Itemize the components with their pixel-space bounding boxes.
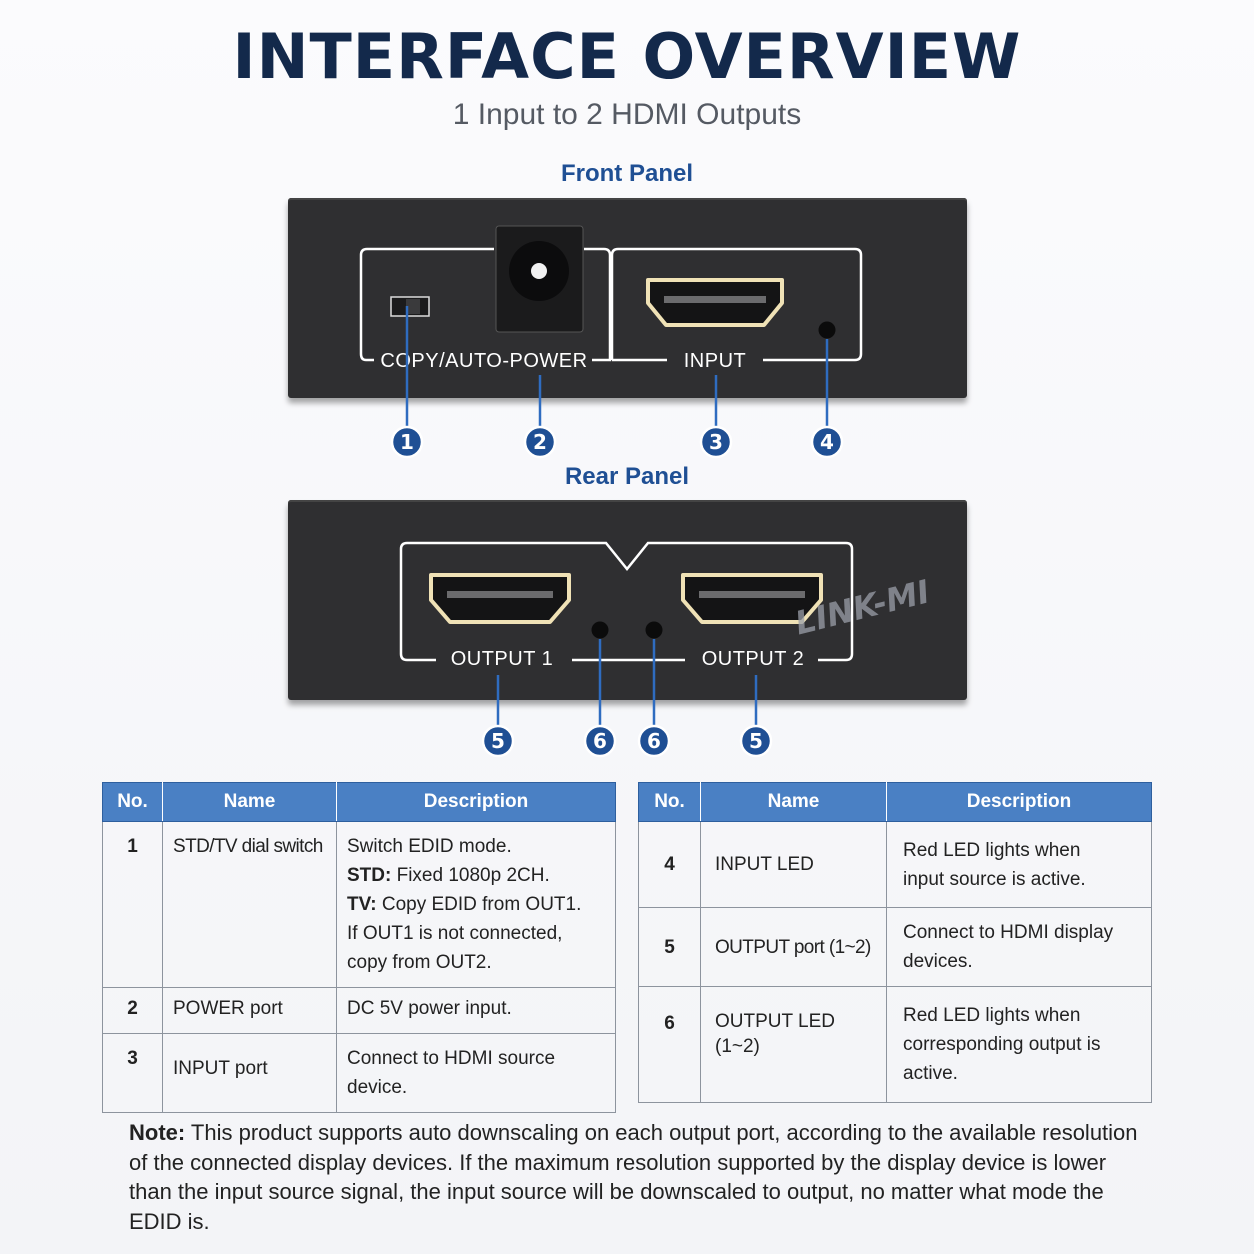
front-panel-outline	[359, 247, 863, 362]
svg-text:5: 5	[749, 729, 763, 753]
row-description: Switch EDID mode. STD: Fixed 1080p 2CH. …	[336, 821, 616, 988]
note-text: This product supports auto downscaling o…	[129, 1120, 1138, 1234]
desc-line: Switch EDID mode.	[347, 836, 512, 857]
col-header-description: Description	[336, 782, 616, 822]
input-label: INPUT	[684, 350, 747, 372]
row-description: Red LED lights when corresponding output…	[886, 986, 1152, 1103]
input-led-icon	[818, 321, 836, 339]
page-subtitle: 1 Input to 2 HDMI Outputs	[452, 98, 802, 131]
badge-5b: 5	[739, 724, 773, 758]
badge-4: 4	[810, 425, 844, 459]
col-header-no: No.	[102, 782, 163, 822]
badge-3: 3	[699, 425, 733, 459]
svg-text:2: 2	[533, 430, 547, 454]
row-number: 6	[638, 986, 701, 1103]
desc-line: corresponding output is	[903, 1034, 1101, 1055]
hdmi-output-1-port-icon	[429, 573, 571, 624]
output-led-1-icon	[591, 621, 609, 639]
badge-5a: 5	[481, 724, 515, 758]
desc-line: Connect to HDMI source	[347, 1048, 556, 1069]
col-header-description: Description	[886, 782, 1152, 822]
front-panel-title: Front Panel	[560, 160, 693, 187]
spec-table-left: No. Name Description 1 STD/TV dial switc…	[102, 782, 616, 1113]
desc-line: Red LED lights when	[903, 1005, 1081, 1026]
desc-line: devices.	[903, 951, 973, 972]
note-paragraph: Note: This product supports auto downsca…	[129, 1118, 1139, 1236]
col-header-name: Name	[700, 782, 887, 822]
svg-text:5: 5	[491, 729, 505, 753]
row-description: Connect to HDMI source device.	[336, 1033, 616, 1113]
desc-line: copy from OUT2.	[347, 952, 492, 973]
table-row: 1 STD/TV dial switch Switch EDID mode. S…	[102, 821, 616, 988]
dial-switch-icon	[390, 296, 430, 317]
badge-6a: 6	[583, 724, 617, 758]
page-title: INTERFACE OVERVIEW	[232, 20, 1022, 93]
hdmi-output-2-port-icon	[681, 573, 823, 624]
output-1-label: OUTPUT 1	[451, 648, 554, 670]
badge-1: 1	[390, 425, 424, 459]
badge-2: 2	[523, 425, 557, 459]
desc-line: Connect to HDMI display	[903, 922, 1114, 943]
svg-text:3: 3	[709, 430, 723, 454]
row-name: INPUT port	[162, 1033, 337, 1113]
row-number: 2	[102, 987, 163, 1034]
table-row: 3 INPUT port Connect to HDMI source devi…	[102, 1033, 616, 1113]
svg-text:6: 6	[647, 729, 661, 753]
row-name: POWER port	[162, 987, 337, 1034]
row-number: 3	[102, 1033, 163, 1113]
row-name: STD/TV dial switch	[162, 821, 337, 988]
row-description: Connect to HDMI display devices.	[886, 907, 1152, 987]
hdmi-input-port-icon	[646, 278, 784, 327]
svg-text:6: 6	[593, 729, 607, 753]
panel-diagram: COPY/AUTO-POWER INPUT 1 2 3 4 OUTPUT 1 O…	[359, 225, 933, 758]
rear-panel-title: Rear Panel	[564, 463, 690, 490]
row-description: Red LED lights when input source is acti…	[886, 821, 1152, 908]
table-row: 2 POWER port DC 5V power input.	[102, 987, 616, 1034]
desc-line: DC 5V power input.	[347, 998, 512, 1019]
output-led-2-icon	[645, 621, 663, 639]
spec-table-right: No. Name Description 4 INPUT LED Red LED…	[638, 782, 1152, 1103]
copy-auto-power-label: COPY/AUTO-POWER	[380, 350, 587, 372]
row-name: OUTPUT port (1~2)	[700, 907, 887, 987]
desc-line: device.	[347, 1077, 408, 1098]
svg-text:1: 1	[400, 430, 414, 454]
row-number: 1	[102, 821, 163, 988]
col-header-no: No.	[638, 782, 701, 822]
output-2-label: OUTPUT 2	[702, 648, 805, 670]
row-number: 5	[638, 907, 701, 987]
desc-line: active.	[903, 1063, 958, 1084]
desc-line: If OUT1 is not connected,	[347, 923, 563, 944]
row-description: DC 5V power input.	[336, 987, 616, 1034]
rear-panel-outline	[399, 541, 854, 662]
note-label: Note:	[129, 1120, 186, 1145]
desc-line: TV: Copy EDID from OUT1.	[347, 894, 582, 915]
col-header-name: Name	[162, 782, 337, 822]
row-number: 4	[638, 821, 701, 908]
table-row: 4 INPUT LED Red LED lights when input so…	[638, 821, 1152, 908]
desc-line: Red LED lights when	[903, 839, 1081, 861]
row-name: OUTPUT LED (1~2)	[700, 986, 887, 1103]
badge-6b: 6	[637, 724, 671, 758]
desc-line: STD: Fixed 1080p 2CH.	[347, 865, 550, 886]
dc-power-jack-icon	[495, 225, 584, 333]
table-row: 5 OUTPUT port (1~2) Connect to HDMI disp…	[638, 907, 1152, 987]
svg-text:4: 4	[820, 430, 834, 454]
row-name: INPUT LED	[700, 821, 887, 908]
desc-line: input source is active.	[903, 868, 1086, 890]
table-row: 6 OUTPUT LED (1~2) Red LED lights when c…	[638, 986, 1152, 1103]
